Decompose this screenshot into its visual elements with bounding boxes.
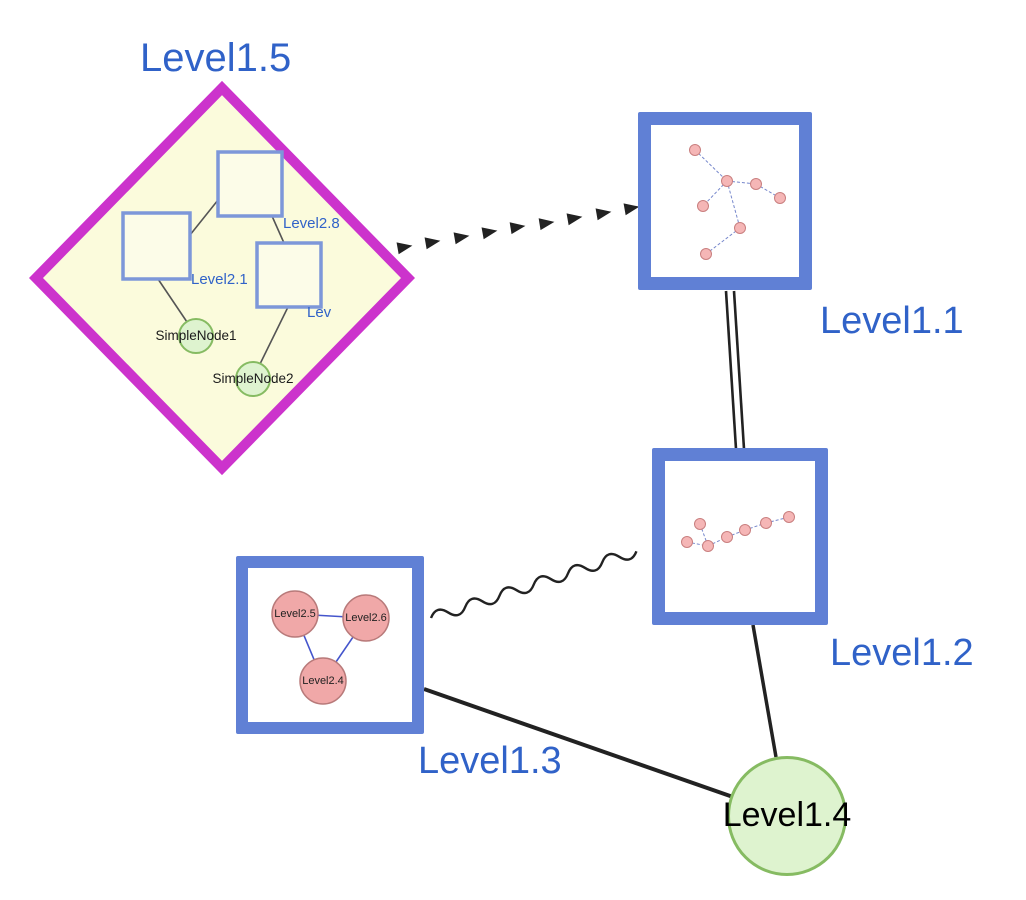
label-lev: Lev	[307, 304, 332, 321]
label-simplenode2: SimpleNode2	[212, 371, 294, 386]
edge-level12-level14[interactable]	[751, 624, 778, 758]
label-level1-1: Level1.1	[820, 300, 964, 342]
edge-level15-level11[interactable]	[396, 203, 640, 255]
label-level1-5: Level1.5	[140, 36, 292, 80]
label-level2-5: Level2.5	[274, 608, 316, 620]
label-level2-8: Level2.8	[283, 215, 340, 232]
node-level1-1-box[interactable]	[638, 112, 812, 290]
label-level2-6: Level2.6	[345, 612, 387, 624]
label-simplenode1: SimpleNode1	[155, 328, 237, 343]
node-level1-4-circle[interactable]	[727, 756, 847, 876]
label-level1-3: Level1.3	[418, 740, 562, 782]
edge-level13-level12[interactable]	[429, 546, 638, 623]
label-level2-1: Level2.1	[191, 271, 248, 288]
label-level2-4: Level2.4	[302, 675, 344, 687]
node-level1-2-box[interactable]	[652, 448, 828, 625]
label-level1-4: Level1.4	[722, 796, 852, 834]
edge-level13-level14[interactable]	[423, 687, 734, 799]
node-level1-5-diamond[interactable]	[29, 80, 415, 476]
node-level1-3-box[interactable]	[236, 556, 424, 734]
edge-level11-level12[interactable]	[724, 290, 746, 450]
label-level1-2: Level1.2	[830, 632, 974, 674]
